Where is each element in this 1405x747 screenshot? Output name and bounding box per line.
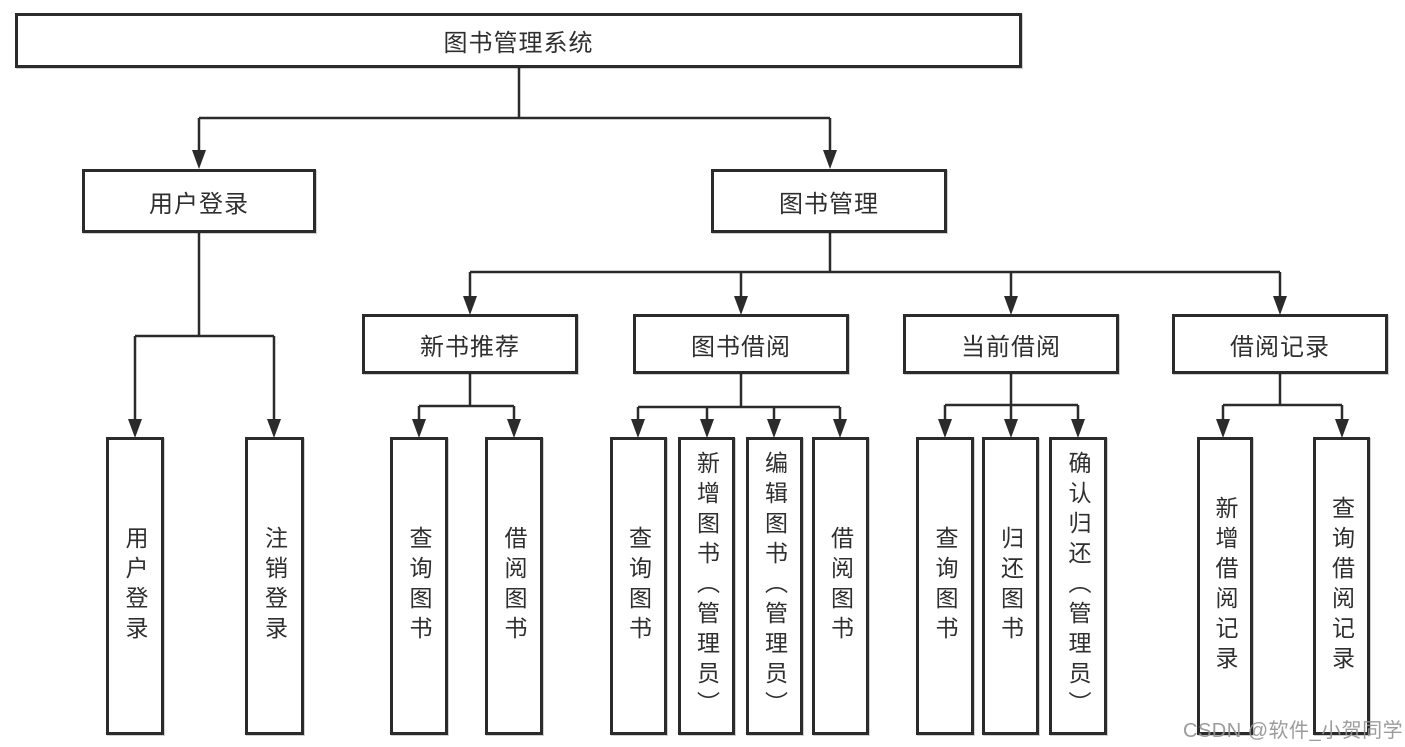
node-leaf-borrow-books: 借阅图书 [812,437,869,735]
arrow-down-icon [1004,296,1018,315]
arrow-down-icon [507,419,521,438]
connector-newbook-children [417,374,516,422]
node-user-login: 用户登录 [82,169,316,233]
arrow-down-icon [823,150,837,169]
node-borrowing-records: 借阅记录 [1172,314,1388,374]
arrow-down-icon [267,419,281,438]
arrow-down-icon [700,419,714,438]
node-leaf-query-books-recommend: 查询图书 [390,437,448,735]
node-book-borrowing: 图书借阅 [633,314,849,374]
arrow-down-icon [938,419,952,438]
node-leaf-confirm-return-admin: 确认归还（管理员） [1049,437,1107,735]
arrow-down-icon [1216,419,1230,438]
arrow-down-icon [767,419,781,438]
node-current-borrowing: 当前借阅 [903,314,1119,374]
arrow-down-icon [1004,419,1018,438]
node-leaf-edit-books-admin: 编辑图书（管理员） [746,437,803,735]
connector-userlogin-children [133,233,276,422]
connector-bookmgmt-children [468,233,1282,300]
arrow-down-icon [128,419,142,438]
node-leaf-query-borrow-record: 查询借阅记录 [1313,437,1370,735]
arrow-down-icon [833,419,847,438]
arrow-down-icon [631,419,645,438]
node-book-management: 图书管理 [711,169,947,233]
node-leaf-borrow-books-recommend: 借阅图书 [485,437,543,735]
node-leaf-return-books: 归还图书 [982,437,1039,735]
arrow-down-icon [734,296,748,315]
node-leaf-query-books-current: 查询图书 [916,437,974,735]
connector-borrowing-children [636,374,842,422]
connector-records-children [1221,374,1344,422]
node-new-book-recommendation: 新书推荐 [362,314,578,374]
node-library-management-system: 图书管理系统 [15,13,1022,68]
arrowheads [128,150,1349,438]
connector-root-to-level1 [197,68,832,153]
node-leaf-query-books-borrowing: 查询图书 [610,437,667,735]
node-leaf-add-books-admin: 新增图书（管理员） [678,437,735,735]
node-leaf-add-borrow-record: 新增借阅记录 [1197,437,1253,735]
arrow-down-icon [1335,419,1349,438]
connector-current-children [943,374,1080,422]
arrow-down-icon [463,296,477,315]
arrow-down-icon [412,419,426,438]
arrow-down-icon [1273,296,1287,315]
arrow-down-icon [1071,419,1085,438]
node-leaf-user-login: 用户登录 [106,437,164,735]
arrow-down-icon [192,150,206,169]
node-leaf-logout: 注销登录 [245,437,304,735]
